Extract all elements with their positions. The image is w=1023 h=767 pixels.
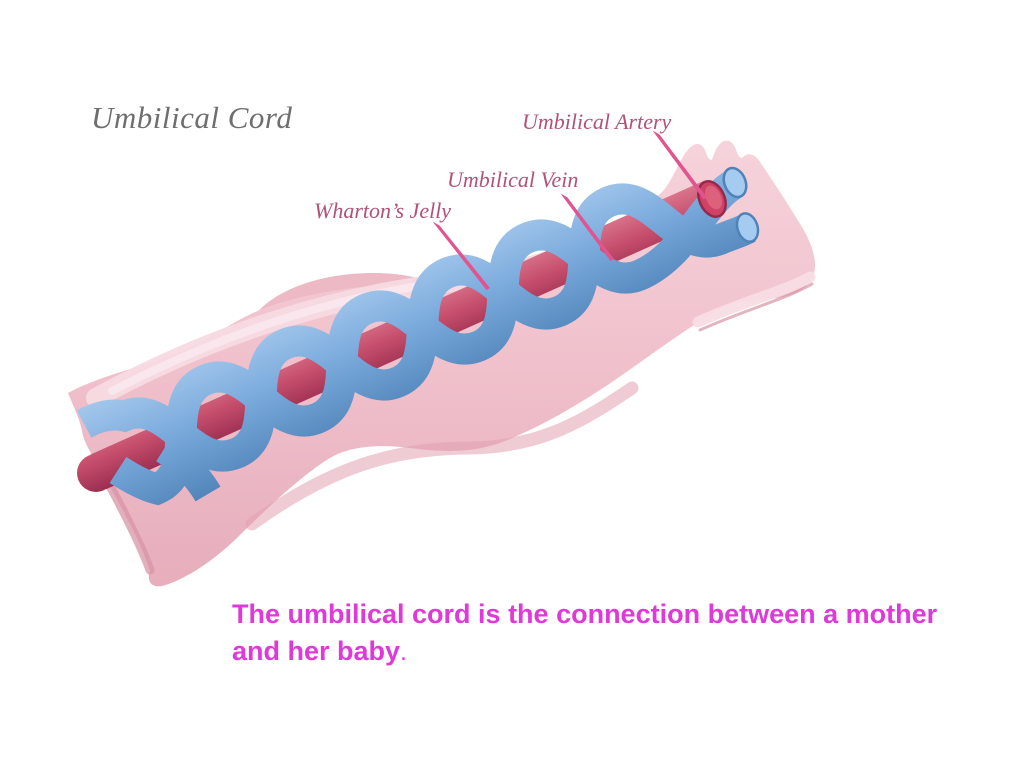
caption-line-2-text: and her baby [232,636,401,666]
label-umbilical-artery: Umbilical Artery [522,109,672,134]
umbilical-artery-vessel [77,180,720,492]
label-umbilical-vein: Umbilical Vein [447,167,579,192]
vein-cut-face-upper [722,166,748,199]
sheath-curl-shadow [698,282,814,332]
label-whartons-jelly: Wharton’s Jelly [314,198,452,223]
caption-text: The umbilical cord is the connection bet… [232,596,937,671]
sheath-top-highlight-bright [108,279,442,395]
vein-cut-face-lower [735,212,760,243]
vessel-cut-faces [697,166,760,243]
sheath-bottom-shade [245,381,639,531]
caption-line-2: and her baby. [232,633,937,671]
caption-line-1: The umbilical cord is the connection bet… [232,599,938,629]
pointer-line-vein [560,193,614,261]
slide-title: Umbilical Cord [91,100,293,135]
sheath-curl-highlight [692,271,816,328]
label-pointer-lines [432,130,707,290]
artery-rod [90,180,720,490]
pointer-line-artery [652,130,707,200]
artery-cut-face-inner [704,185,723,210]
caption-period: . [400,638,407,666]
umbilical-vein-strands [76,170,756,506]
vein-strand-a [109,170,743,506]
pointer-line-wharton [432,221,490,290]
